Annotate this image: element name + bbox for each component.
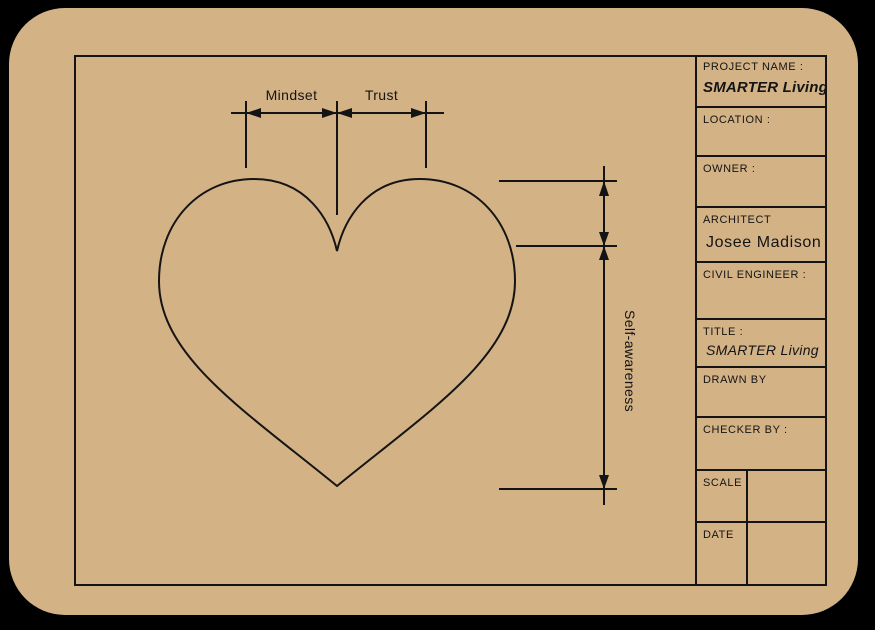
dimension-arrowheads <box>246 108 609 489</box>
architect-value: Josee Madison <box>706 234 822 251</box>
titleblock-row-date: DATE <box>697 523 827 586</box>
date-label: DATE <box>703 529 734 541</box>
title-block: PROJECT NAME : SMARTER Living LOCATION :… <box>695 55 827 586</box>
architect-label: ARCHITECT <box>703 214 772 226</box>
dimension-label-trust: Trust <box>364 87 399 103</box>
dimension-label-self-awareness: Self-awareness <box>622 309 638 413</box>
title-label: TITLE : <box>703 326 744 338</box>
drawing-canvas <box>157 101 617 505</box>
scale-cell-divider <box>746 471 748 521</box>
titleblock-row-checker-by: CHECKER BY : <box>697 418 827 471</box>
titleblock-row-location: LOCATION : <box>697 108 827 157</box>
dimension-right <box>499 166 617 505</box>
dimension-label-mindset: Mindset <box>265 87 318 103</box>
titleblock-row-owner: OWNER : <box>697 157 827 208</box>
titleblock-row-architect: ARCHITECT Josee Madison <box>697 208 827 263</box>
titleblock-row-project-name: PROJECT NAME : SMARTER Living <box>697 55 827 108</box>
scale-label: SCALE : <box>703 477 750 489</box>
heart-outline <box>157 177 517 488</box>
drawing-sheet: Mindset Trust Self-awareness PROJECT NAM… <box>9 8 858 615</box>
drawing-frame <box>74 55 827 586</box>
titleblock-row-title: TITLE : SMARTER Living <box>697 320 827 368</box>
titleblock-row-drawn-by: DRAWN BY <box>697 368 827 418</box>
location-label: LOCATION : <box>703 114 771 126</box>
dimension-top <box>231 101 444 215</box>
civil-engineer-label: CIVIL ENGINEER : <box>703 269 807 281</box>
project-name-label: PROJECT NAME : <box>703 61 804 73</box>
date-cell-divider <box>746 523 748 586</box>
title-value: SMARTER Living <box>706 342 819 358</box>
checker-by-label: CHECKER BY : <box>703 424 788 436</box>
titleblock-row-civil-engineer: CIVIL ENGINEER : <box>697 263 827 320</box>
project-name-value: SMARTER Living <box>703 79 827 96</box>
drawn-by-label: DRAWN BY <box>703 374 767 386</box>
owner-label: OWNER : <box>703 163 756 175</box>
titleblock-row-scale: SCALE : <box>697 471 827 523</box>
